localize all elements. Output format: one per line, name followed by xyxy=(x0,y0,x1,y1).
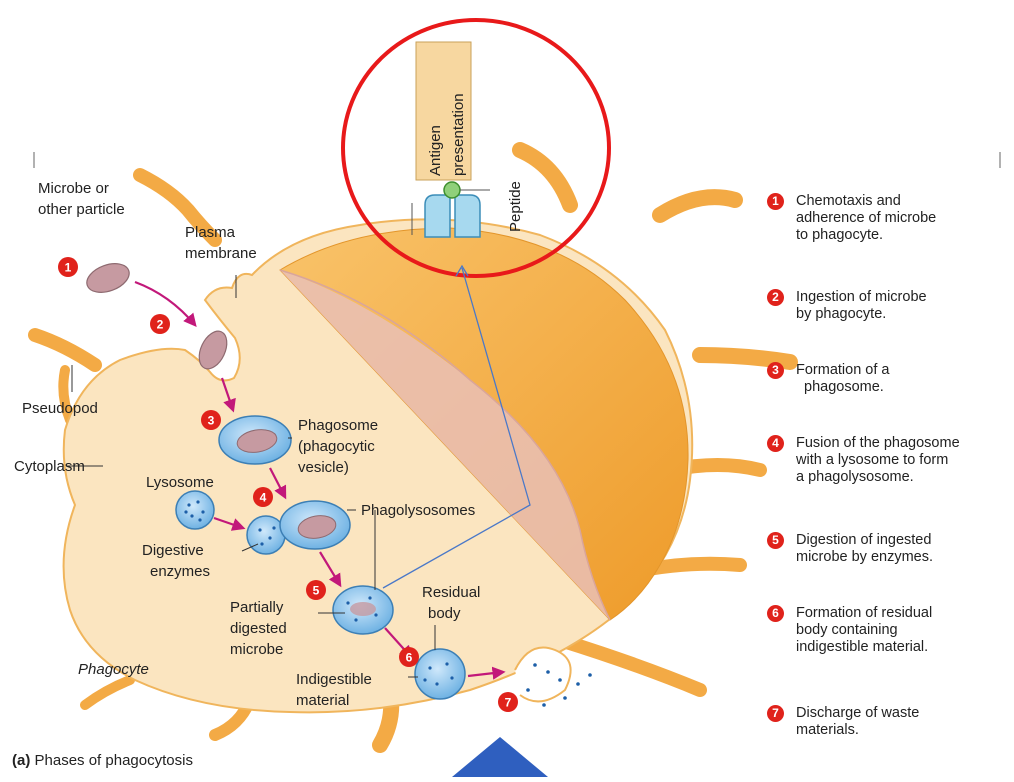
svg-text:3: 3 xyxy=(208,414,215,428)
label-phagosome-2: (phagocytic xyxy=(298,438,375,455)
label-partial-2: digested xyxy=(230,620,287,637)
step-text: Ingestion of microbe xyxy=(796,289,1006,306)
label-partial-3: microbe xyxy=(230,641,283,658)
step-text: Discharge of waste xyxy=(796,705,1006,722)
svg-text:1: 1 xyxy=(65,261,72,275)
antigen-line-1: Antigen xyxy=(427,125,444,176)
step-badge: 6 xyxy=(767,605,784,622)
step-text: materials. xyxy=(796,722,1006,739)
label-plasma-1: Plasma xyxy=(185,224,236,241)
lysosome xyxy=(176,491,214,529)
svg-text:7: 7 xyxy=(505,696,512,710)
label-indigestible-2: material xyxy=(296,692,349,709)
phagosome xyxy=(219,416,291,464)
step-6: 6 Formation of residual body containing … xyxy=(796,605,1006,656)
label-microbe-2: other particle xyxy=(38,201,125,218)
label-residual-1: Residual xyxy=(422,584,480,601)
step-text: indigestible material. xyxy=(796,639,1006,656)
svg-text:6: 6 xyxy=(406,651,413,665)
partially-digested-microbe xyxy=(333,586,393,634)
label-partial-1: Partially xyxy=(230,599,284,616)
step-badge: 5 xyxy=(767,532,784,549)
residual-body xyxy=(415,649,465,699)
step-7: 7 Discharge of waste materials. xyxy=(796,705,1006,739)
step-text: to phagocyte. xyxy=(796,227,1006,244)
step-badge: 1 xyxy=(767,193,784,210)
label-residual-2: body xyxy=(428,605,461,622)
peptide-label: Peptide xyxy=(507,181,524,232)
step-text: body containing xyxy=(796,622,1006,639)
label-phagolysosomes: Phagolysosomes xyxy=(361,502,475,519)
label-plasma-2: membrane xyxy=(185,245,257,262)
caption-tag: (a) xyxy=(12,752,30,769)
step-text: Digestion of ingested xyxy=(796,532,1006,549)
microbe xyxy=(83,258,133,297)
step-badge: 2 xyxy=(767,289,784,306)
label-cytoplasm: Cytoplasm xyxy=(14,458,85,475)
label-digestive-2: enzymes xyxy=(150,563,210,580)
step-text: with a lysosome to form xyxy=(796,452,1006,469)
figure-caption: (a) Phases of phagocytosis xyxy=(12,752,193,769)
antigen-line-2: presentation xyxy=(450,93,467,176)
step-3: 3 Formation of a phagosome. xyxy=(796,362,1006,396)
step-1: 1 Chemotaxis and adherence of microbe to… xyxy=(796,193,1006,244)
step-5: 5 Digestion of ingested microbe by enzym… xyxy=(796,532,1006,566)
step-badge: 4 xyxy=(767,435,784,452)
label-pseudopod: Pseudopod xyxy=(22,400,98,417)
chevron-up-icon xyxy=(452,737,548,777)
label-digestive-1: Digestive xyxy=(142,542,204,559)
label-phagocyte: Phagocyte xyxy=(78,661,149,678)
step-badge: 3 xyxy=(767,362,784,379)
step-text: by phagocyte. xyxy=(796,306,1006,323)
step-text: phagosome. xyxy=(796,379,1006,396)
step-text: Formation of a xyxy=(796,362,1006,379)
step-text: adherence of microbe xyxy=(796,210,1006,227)
step-2: 2 Ingestion of microbe by phagocyte. xyxy=(796,289,1006,323)
discharged-waste xyxy=(515,648,592,707)
label-phagosome-1: Phagosome xyxy=(298,417,378,434)
svg-text:2: 2 xyxy=(157,318,164,332)
svg-text:5: 5 xyxy=(313,584,320,598)
step-text: a phagolysosome. xyxy=(796,469,1006,486)
step-text: Fusion of the phagosome xyxy=(796,435,1006,452)
step-4: 4 Fusion of the phagosome with a lysosom… xyxy=(796,435,1006,486)
step-text: microbe by enzymes. xyxy=(796,549,1006,566)
step-text: Chemotaxis and xyxy=(796,193,1006,210)
label-phagosome-3: vesicle) xyxy=(298,459,349,476)
step-text: Formation of residual xyxy=(796,605,1006,622)
caption-text: Phases of phagocytosis xyxy=(35,752,193,769)
label-lysosome: Lysosome xyxy=(146,474,214,491)
label-indigestible-1: Indigestible xyxy=(296,671,372,688)
label-microbe-1: Microbe or xyxy=(38,180,109,197)
svg-text:4: 4 xyxy=(260,491,267,505)
step-badge: 7 xyxy=(767,705,784,722)
